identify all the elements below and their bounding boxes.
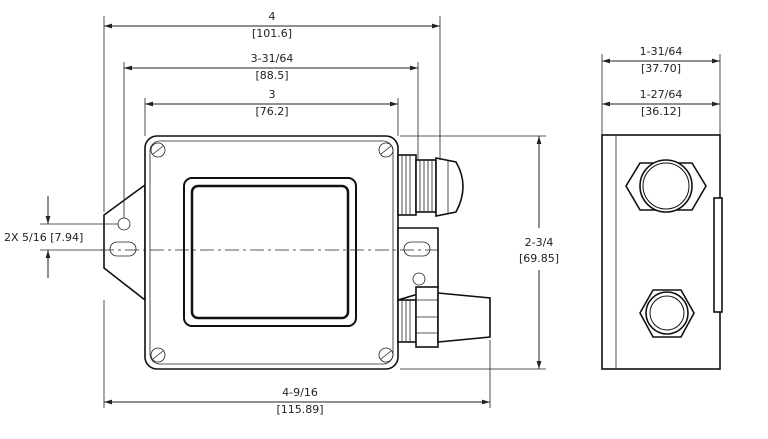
hole-span-frac: 3-31/64 [251,52,294,65]
left-mounting-flange [103,183,146,302]
side-depth-inner-frac: 1-27/64 [640,88,683,101]
side-lower-gland-icon [639,289,695,338]
overall-width-mm: [101.6] [252,27,292,40]
hole-span-mm: [88.5] [255,69,288,82]
body-width-mm: [76.2] [255,105,288,118]
screw-icon [378,142,394,158]
screw-icon [378,347,394,363]
body-width-frac: 3 [269,88,276,101]
side-depth-outer-frac: 1-31/64 [640,45,683,58]
screw-icon [150,142,166,158]
side-rail [713,197,723,313]
side-depth-outer-mm: [37.70] [641,62,681,75]
front-view [100,135,491,370]
height-mm: [69.85] [519,252,559,265]
tab-hole-round [412,272,426,286]
lower-cable-gland [397,286,491,348]
enclosure-inner-edge [149,140,394,365]
total-length-mm: [115.89] [276,403,323,416]
height-frac: 2-3/4 [525,236,554,249]
screw-icon [150,347,166,363]
front-dimensions: 4 [101.6] 3-31/64 [88.5] 3 [76.2] 4-9/16… [4,10,559,416]
side-depth-inner-mm: [36.12] [641,105,681,118]
tab-hole-slot [403,241,431,257]
display-window-inner [190,184,350,320]
side-dimensions: 1-31/64 [37.70] 1-27/64 [36.12] [601,45,721,135]
flange-hole-slot [109,241,137,257]
display-window-outer [183,177,357,327]
upper-cable-gland [397,154,464,217]
mount-hole-label: 2X 5/16 [7.94] [4,231,83,244]
side-upper-gland-icon [625,159,707,213]
corner-screws [150,142,394,363]
overall-width-frac: 4 [269,10,276,23]
total-length-frac: 4-9/16 [282,386,318,399]
enclosure-body [144,135,399,370]
side-view [601,134,723,370]
